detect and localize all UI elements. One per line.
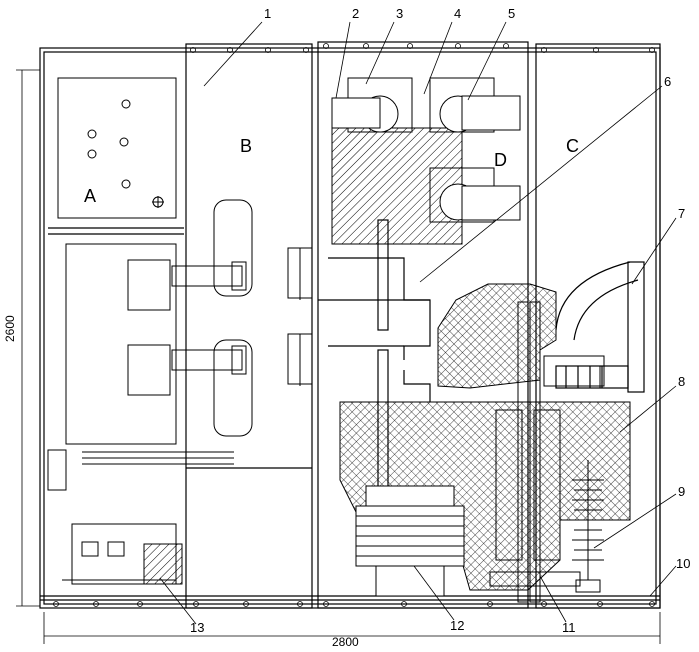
callout-9: 9 <box>678 484 685 499</box>
cable-termination <box>555 261 645 393</box>
callout-6: 6 <box>664 74 671 89</box>
dimension-lines <box>16 69 661 644</box>
width-dimension: 2800 <box>332 635 359 649</box>
post-insulator <box>355 485 465 597</box>
callout-7: 7 <box>678 206 685 221</box>
voltage-transformer <box>339 283 631 591</box>
vertical-conductor <box>328 219 431 501</box>
circuit-breaker <box>47 199 253 585</box>
cable-duct <box>287 247 313 386</box>
callout-11: 11 <box>562 620 576 635</box>
callout-5: 5 <box>508 6 515 21</box>
callout-10: 10 <box>676 556 690 571</box>
busbar-chamber <box>331 77 521 245</box>
compartment-a-label: A <box>84 186 96 206</box>
callout-2: 2 <box>352 6 359 21</box>
compartment-b-label: B <box>240 136 252 156</box>
callout-12: 12 <box>450 618 464 633</box>
lv-compartment <box>57 77 177 219</box>
height-dimension: 2600 <box>3 315 17 342</box>
compartment-c-label: C <box>566 136 579 156</box>
callout-13: 13 <box>190 620 204 635</box>
callout-4: 4 <box>454 6 461 21</box>
compartment-d-label: D <box>494 150 507 170</box>
callout-8: 8 <box>678 374 685 389</box>
leader-lines <box>159 21 677 625</box>
callout-1: 1 <box>264 6 271 21</box>
current-transformer <box>489 301 581 603</box>
callout-3: 3 <box>396 6 403 21</box>
frame-screws <box>53 43 655 607</box>
